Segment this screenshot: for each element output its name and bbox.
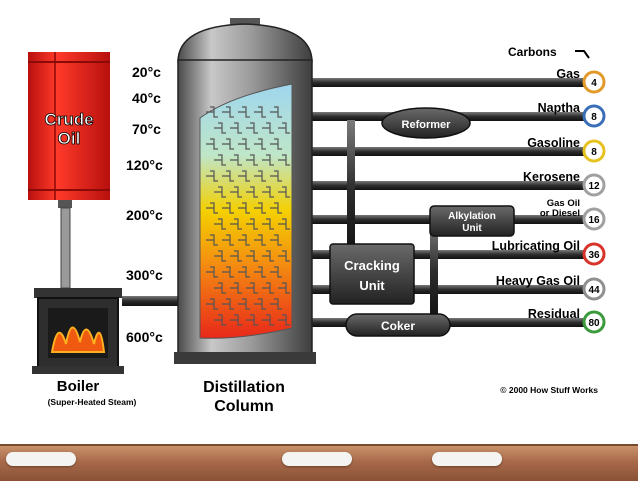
boiler-label: Boiler (57, 378, 100, 395)
carbon-count: 4 (591, 78, 597, 89)
carbons-header: Carbons (508, 45, 557, 59)
product-label-heavy-gas-oil: Heavy Gas Oil (496, 274, 580, 288)
column-tray (214, 122, 290, 134)
reformer-label: Reformer (402, 119, 452, 131)
product-label-lubricating-oil: Lubricating Oil (492, 239, 580, 253)
column-tray (206, 266, 282, 278)
carbon-count: 16 (588, 215, 600, 226)
alkylation-label-line2: Unit (462, 223, 482, 234)
crude-oil-label-line2: Oil (58, 129, 81, 148)
column-label-line2: Column (214, 398, 274, 415)
reformer-unit: Reformer (381, 107, 471, 139)
cracking-label-line1: Cracking (344, 258, 400, 273)
temperature-label: 20°c (132, 64, 161, 80)
carbon-badge-ring (582, 242, 606, 266)
temperature-label: 300°c (126, 267, 163, 283)
alkylation-unit: Alkylation Unit (429, 205, 515, 237)
column-tray (214, 154, 290, 166)
carbon-badge-ring (582, 277, 606, 301)
column-tray (206, 298, 282, 310)
boiler (32, 288, 124, 374)
crude-feed-pipe (60, 207, 71, 289)
column-tray (214, 250, 290, 262)
carbon-badge-ring (582, 139, 606, 163)
product-label-naptha: Naptha (538, 101, 581, 115)
column-tray (214, 218, 290, 230)
column-tray (214, 186, 290, 198)
cracking-unit: Cracking Unit (329, 243, 415, 305)
boiler-sublabel: (Super-Heated Steam) (48, 397, 137, 407)
coker-label: Coker (381, 319, 415, 333)
tray-magnet (6, 452, 76, 466)
column-label-line1: Distillation (203, 379, 285, 396)
carbon-badges: 4 8 8 12 16 36 44 80 (582, 70, 606, 334)
tray-magnet (282, 452, 352, 466)
column-tray (214, 314, 290, 326)
carbons-arrow-icon (575, 50, 590, 59)
boiler-flame-icon (50, 326, 106, 353)
carbon-count: 8 (591, 112, 597, 123)
column-tray (206, 138, 282, 150)
carbon-badge-ring (582, 70, 606, 94)
carbon-badge-ring (582, 104, 606, 128)
boiler-to-column-pipe (122, 296, 184, 306)
barrel-valve (58, 200, 72, 208)
carbon-count: 12 (588, 181, 600, 192)
distillation-column (174, 18, 316, 364)
temperature-label: 200°c (126, 207, 163, 223)
product-label-residual: Residual (528, 307, 580, 321)
temperature-label: 120°c (126, 157, 163, 173)
column-tray (206, 234, 282, 246)
carbon-count: 80 (588, 318, 600, 329)
column-tray (206, 106, 282, 118)
carbon-badge-ring (582, 207, 606, 231)
temperature-label: 600°c (126, 329, 163, 345)
column-tray (214, 282, 290, 294)
product-label-gasoline: Gasoline (527, 136, 580, 150)
refinery-diagram: Crude Oil Boiler (Super-Heated Steam) 20… (28, 18, 606, 415)
crude-oil-barrel: Crude Oil (28, 52, 110, 200)
carbon-count: 44 (588, 285, 600, 296)
cracking-label-line2: Unit (359, 278, 385, 293)
crude-oil-label-line1: Crude (44, 110, 93, 129)
carbon-count: 8 (591, 147, 597, 158)
temperature-label: 70°c (132, 121, 161, 137)
column-tray (206, 202, 282, 214)
column-tray (206, 170, 282, 182)
product-label-gas-oil-line1: Gas Oil (547, 198, 580, 209)
temperature-label: 40°c (132, 90, 161, 106)
coker-unit: Coker (345, 313, 451, 337)
carbon-count: 36 (588, 250, 600, 261)
product-labels: Gas Naptha Gasoline Kerosene Gas Oil or … (492, 67, 581, 321)
column-trays (206, 106, 290, 326)
carbon-badge-ring (582, 310, 606, 334)
product-label-kerosene: Kerosene (523, 170, 580, 184)
temperature-scale: 20°c 40°c 70°c 120°c 200°c 300°c 600°c (126, 64, 163, 345)
product-label-gas: Gas (556, 67, 580, 81)
alkylation-label-line1: Alkylation (448, 211, 496, 222)
carbon-badge-ring (582, 173, 606, 197)
product-label-gas-oil-line2: or Diesel (540, 208, 580, 219)
copyright-text: © 2000 How Stuff Works (500, 385, 598, 395)
tray-magnet (432, 452, 502, 466)
